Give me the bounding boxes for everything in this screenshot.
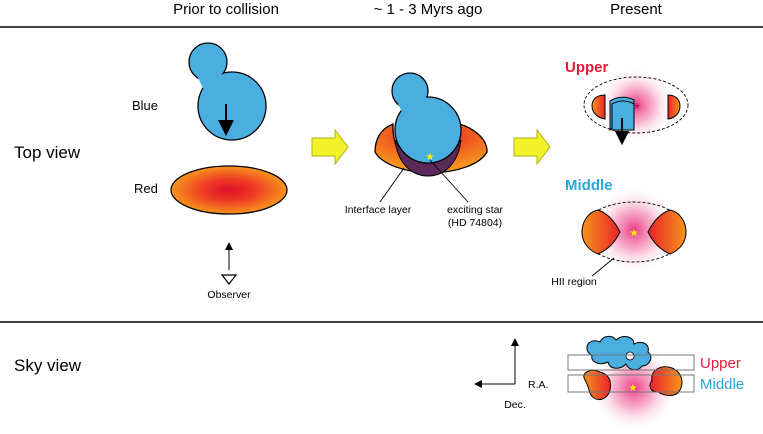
sky-blue-cloud bbox=[586, 335, 652, 371]
interface-leader-line bbox=[379, 167, 405, 203]
column-heading-present: Present bbox=[610, 1, 663, 18]
middle-right-lobe bbox=[647, 209, 687, 255]
upper-left-lobe bbox=[591, 94, 606, 120]
upper-star-icon: ★ bbox=[633, 101, 641, 111]
middle-left-lobe bbox=[581, 209, 621, 255]
column-heading-prior: Prior to collision bbox=[173, 1, 279, 18]
star-leader-line bbox=[429, 159, 469, 203]
star-label-line1: exciting star bbox=[447, 204, 504, 216]
sky-middle-box bbox=[567, 374, 695, 393]
row-label-sky-view: Sky view bbox=[14, 356, 82, 375]
hii-region-label: HII region bbox=[551, 276, 597, 288]
sky-blue-cavity bbox=[625, 351, 635, 361]
blue-cloud-colliding-shape bbox=[391, 72, 462, 164]
blue-cloud-shape bbox=[188, 42, 267, 141]
sky-middle-label: Middle bbox=[700, 376, 744, 393]
transition-arrow-2 bbox=[513, 128, 551, 166]
upper-blue-remnant-body bbox=[611, 100, 635, 131]
blue-label: Blue bbox=[132, 98, 158, 113]
sky-star-icon: ★ bbox=[629, 383, 638, 394]
star-label-line2: (HD 74804) bbox=[448, 217, 502, 229]
middle-hii-glow bbox=[590, 186, 678, 274]
ra-label: R.A. bbox=[528, 379, 548, 391]
column-heading-during: ~ 1 - 3 Myrs ago bbox=[374, 1, 483, 18]
interface-label: Interface layer bbox=[345, 204, 412, 216]
middle-star-icon: ★ bbox=[630, 228, 639, 239]
dec-label: Dec. bbox=[504, 399, 526, 411]
observer-label: Observer bbox=[207, 289, 251, 301]
hii-leader-line bbox=[591, 257, 615, 277]
transition-arrow-1 bbox=[311, 128, 349, 166]
present-upper-label: Upper bbox=[565, 59, 609, 76]
present-panel: Upper ★ Middle ★ HII region bbox=[551, 59, 689, 288]
prior-panel: Blue Red Observer bbox=[132, 42, 288, 301]
present-middle-label: Middle bbox=[565, 177, 613, 194]
during-panel: ★ Interface layer exciting star (HD 7480… bbox=[345, 72, 504, 229]
sky-upper-box bbox=[567, 354, 695, 371]
sky-right-clump bbox=[649, 366, 683, 396]
sky-view-panel: R.A. Dec. ★ Upper Middle bbox=[474, 335, 744, 432]
exciting-star-icon: ★ bbox=[426, 152, 435, 163]
red-label: Red bbox=[134, 181, 158, 196]
red-cloud-shape bbox=[170, 165, 288, 215]
sky-upper-label: Upper bbox=[700, 355, 741, 372]
upper-outline-dashed bbox=[583, 76, 689, 134]
observer-eye-icon bbox=[220, 274, 238, 285]
row-label-top-view: Top view bbox=[14, 143, 81, 162]
upper-right-lobe bbox=[667, 94, 681, 120]
